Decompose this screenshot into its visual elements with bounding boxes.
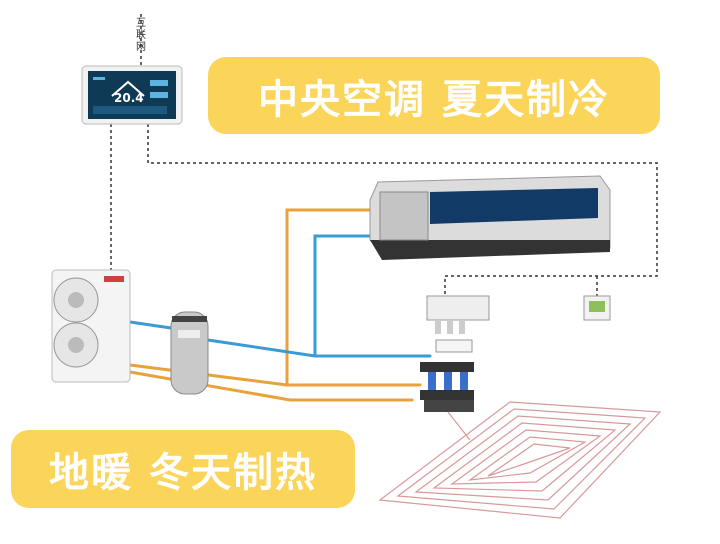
control-panel-icon	[81, 65, 183, 125]
outdoor-unit-icon	[51, 269, 131, 383]
floor-heating-coil-icon	[378, 401, 662, 519]
manifold-icon	[420, 362, 474, 412]
water-tank-icon	[170, 311, 209, 395]
controller-box-icon	[426, 295, 490, 353]
ducted-indoor-unit-icon	[369, 175, 611, 260]
cooling-banner: 中央空调 夏天制冷	[208, 57, 660, 134]
heating-banner: 地暖 冬天制热	[11, 430, 355, 508]
control-wires	[110, 14, 658, 296]
heating-banner-text: 地暖 冬天制热	[49, 450, 317, 496]
internet-label: 互联网	[136, 18, 146, 53]
panel-temperature: 20.4	[114, 91, 144, 105]
cooling-banner-text: 中央空调 夏天制冷	[258, 76, 610, 123]
thermostat-icon	[583, 295, 611, 321]
